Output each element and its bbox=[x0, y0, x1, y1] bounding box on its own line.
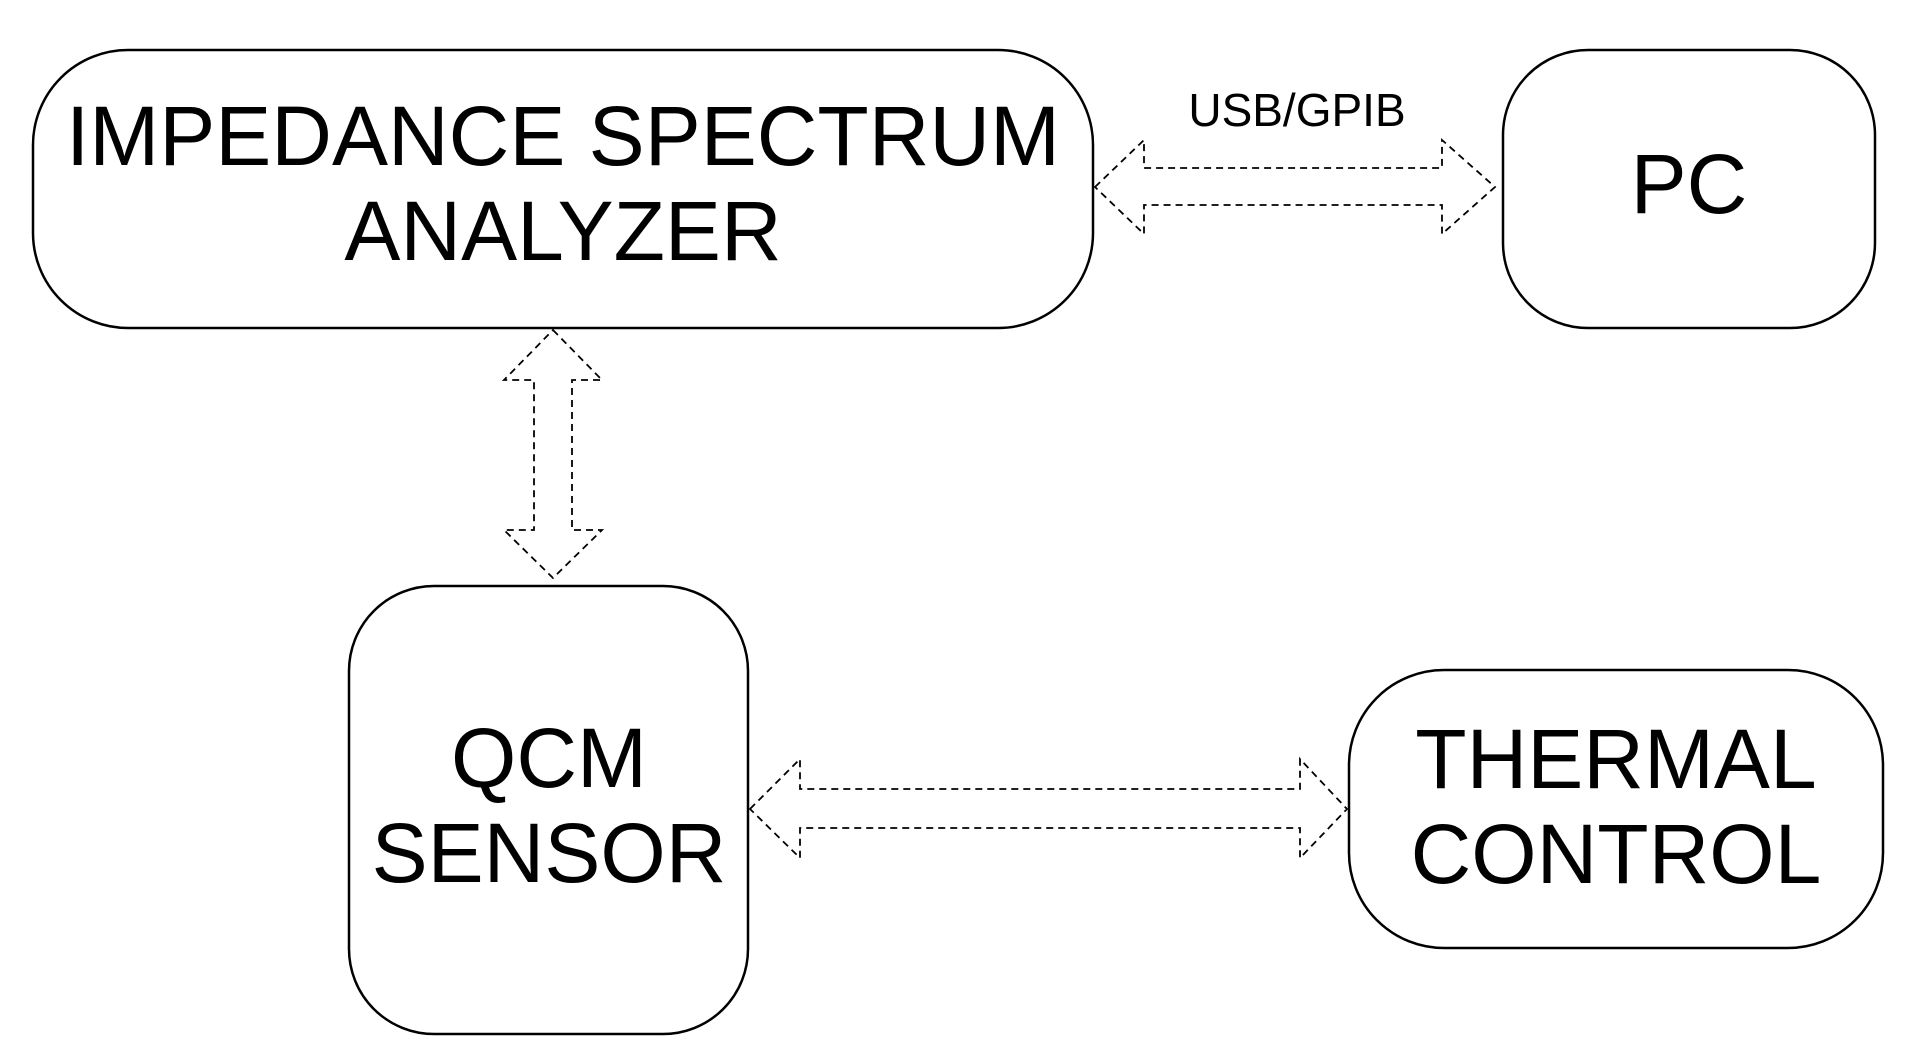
node-box-pc bbox=[1501, 48, 1877, 330]
node-label-qcm-line2: SENSOR bbox=[372, 806, 727, 900]
node-label-thermal-line2: CONTROL bbox=[1411, 807, 1822, 901]
node-impedance-spectrum-analyzer: IMPEDANCE SPECTRUM ANALYZER bbox=[31, 48, 1095, 330]
edge-analyzer-pc: USB/GPIB bbox=[1093, 84, 1497, 237]
node-box-thermal bbox=[1347, 668, 1885, 950]
double-arrow-qcm-thermal bbox=[748, 756, 1349, 861]
node-box-analyzer bbox=[31, 48, 1095, 330]
node-label-qcm-line1: QCM bbox=[451, 711, 647, 805]
node-label-analyzer-line2: ANALYZER bbox=[344, 184, 781, 278]
double-arrow-analyzer-qcm bbox=[501, 328, 605, 580]
node-label-thermal-line1: THERMAL bbox=[1415, 712, 1816, 806]
node-qcm-sensor: QCM SENSOR bbox=[347, 584, 750, 1036]
node-pc: PC bbox=[1501, 48, 1877, 330]
node-label-analyzer-line1: IMPEDANCE SPECTRUM bbox=[66, 89, 1060, 183]
edge-analyzer-qcm bbox=[501, 328, 605, 580]
edge-qcm-thermal bbox=[748, 756, 1349, 861]
node-label-pc: PC bbox=[1631, 137, 1748, 231]
node-thermal-control: THERMAL CONTROL bbox=[1347, 668, 1885, 950]
edge-label-usb-gpib: USB/GPIB bbox=[1188, 84, 1405, 136]
node-box-qcm bbox=[347, 584, 750, 1036]
double-arrow-analyzer-pc bbox=[1093, 137, 1497, 237]
